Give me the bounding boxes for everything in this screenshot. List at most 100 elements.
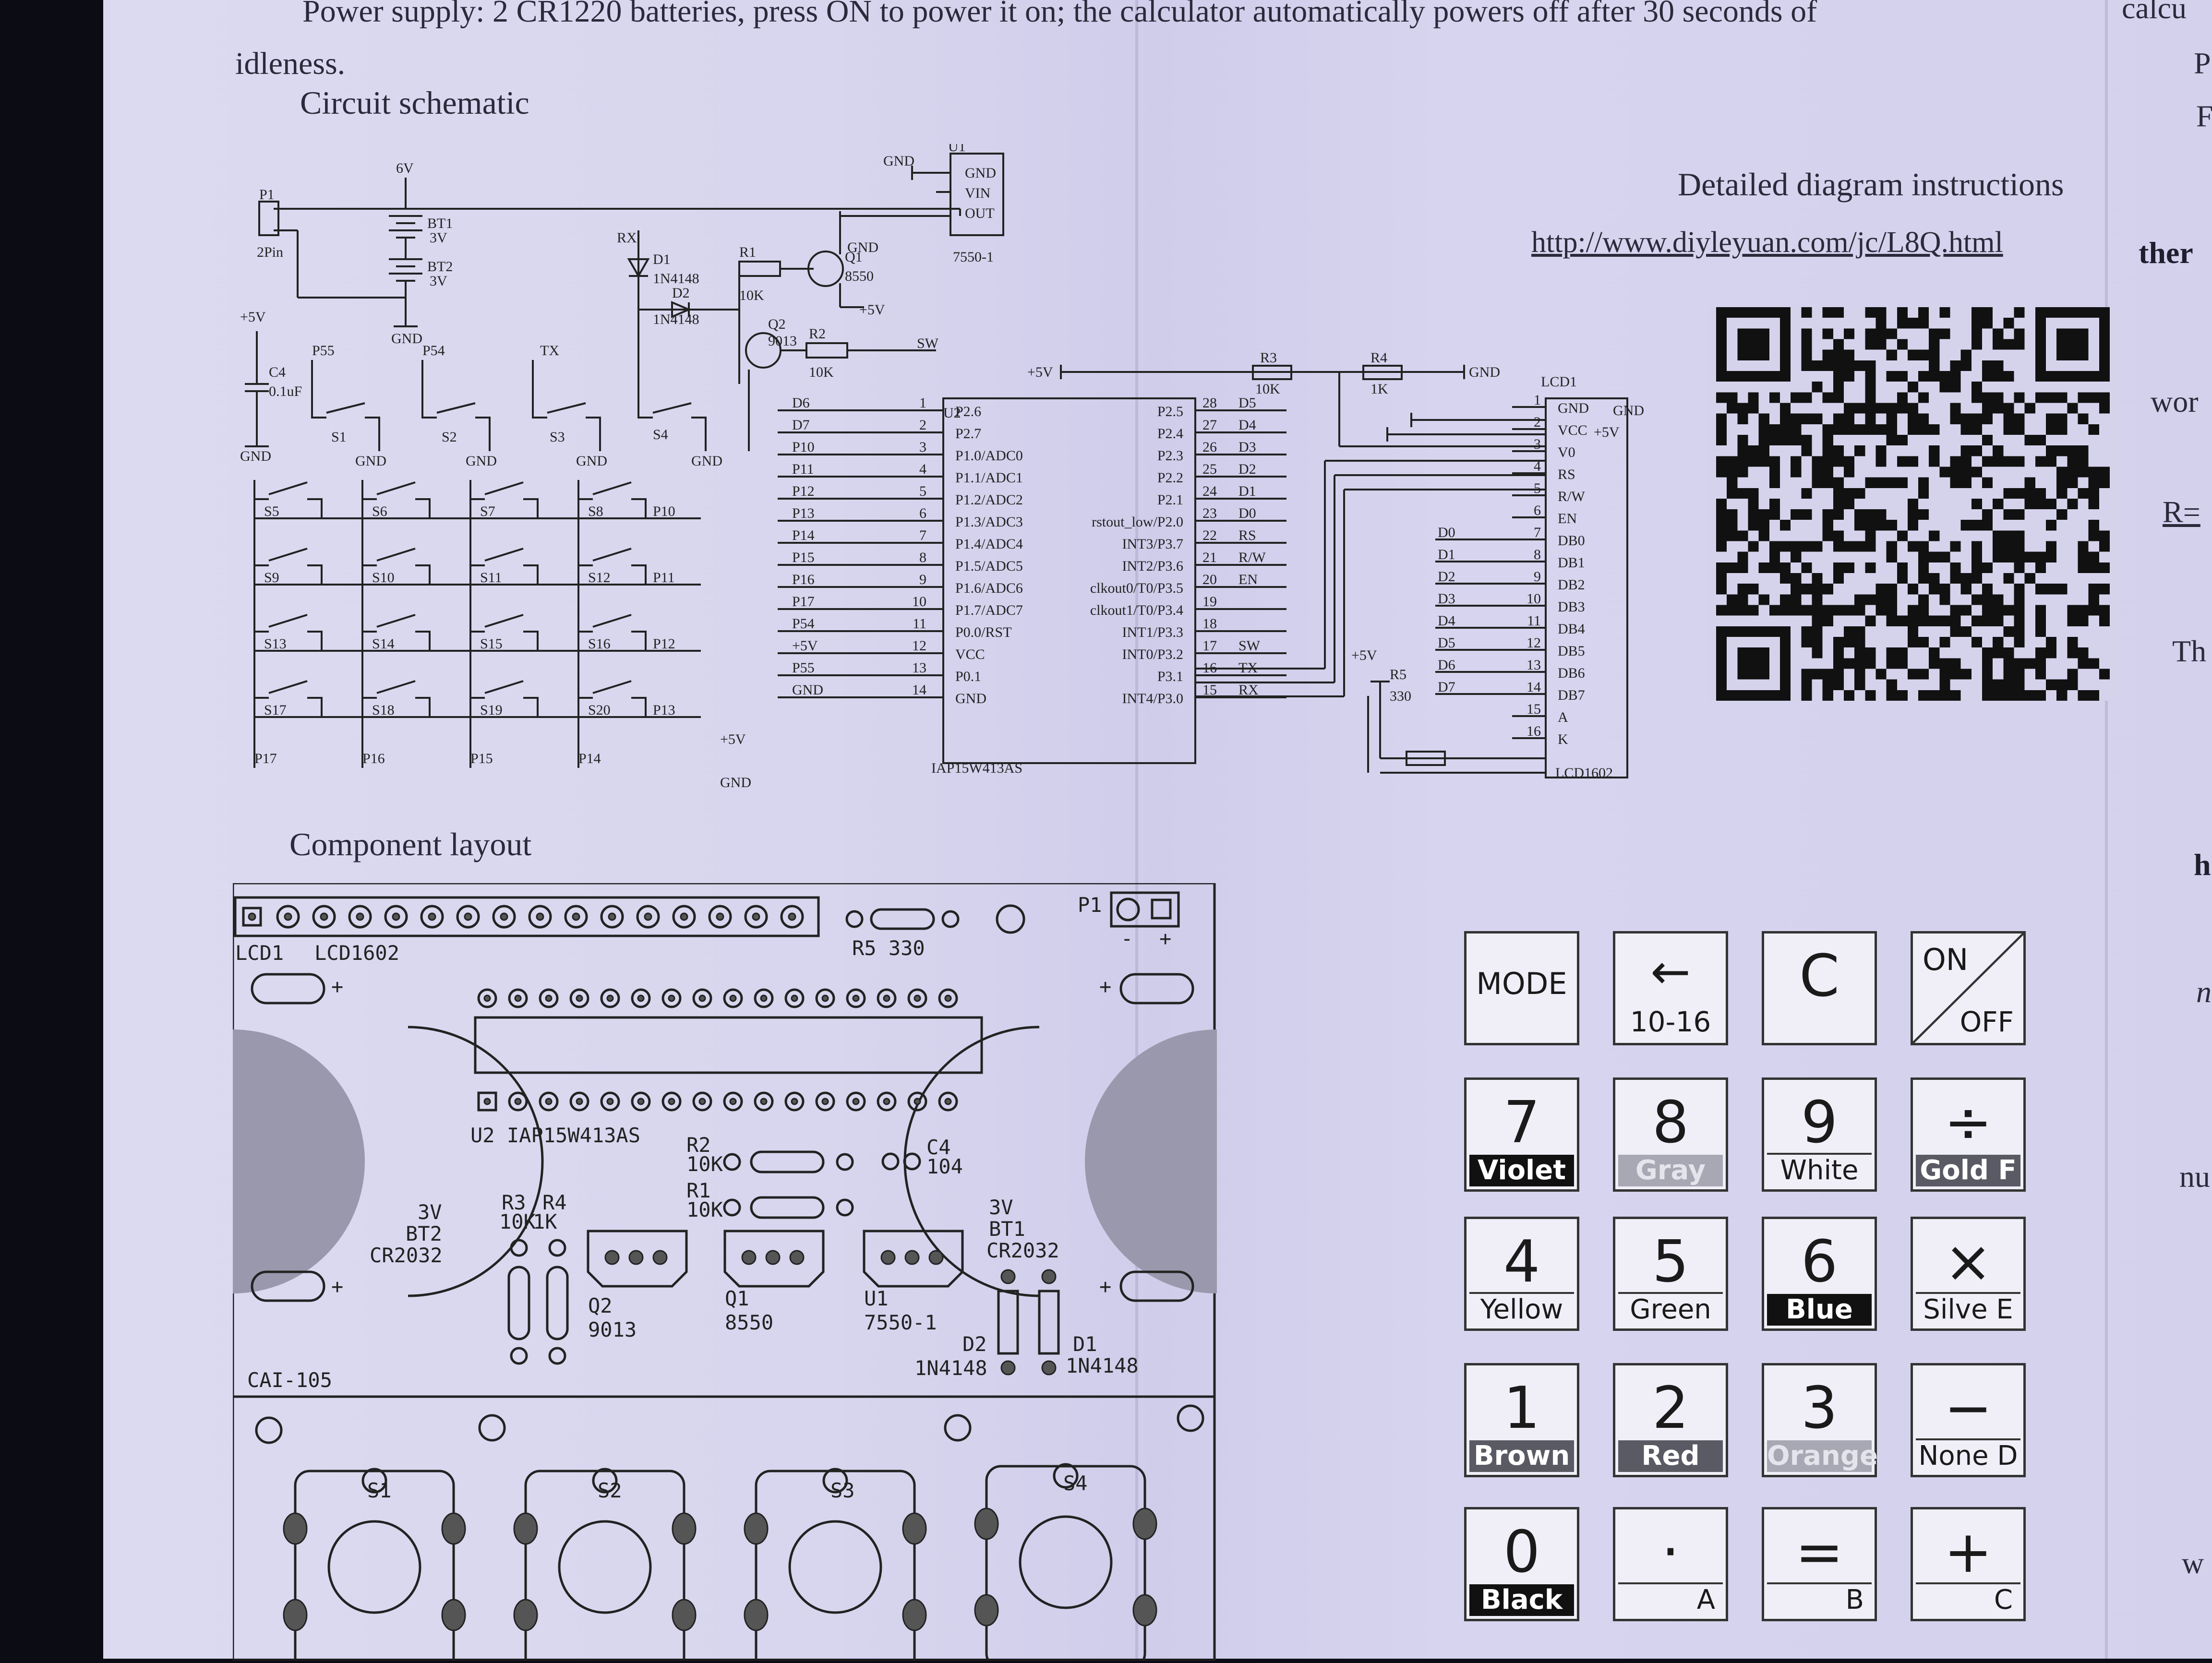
qr-code[interactable] — [1707, 307, 2119, 701]
qr-code-pattern — [1716, 307, 2110, 701]
key-arrow-1[interactable]: ←10-16 — [1613, 931, 1728, 1045]
key-color-label: None D — [1916, 1438, 2020, 1472]
u2-pin-name: P2.1 — [1157, 492, 1183, 508]
lcd-pin-name: DB5 — [1558, 643, 1585, 659]
layout-c4-value: 104 — [926, 1155, 963, 1178]
matrix-key-label: S11 — [480, 570, 502, 586]
key-sub-label: OFF — [1960, 1005, 2014, 1038]
layout-u1-label: U1 — [864, 1287, 889, 1310]
key-digit-÷[interactable]: ÷Gold F — [1911, 1077, 2026, 1192]
layout-p1-minus: - — [1121, 927, 1133, 950]
r3-value-label: 10K — [1255, 381, 1280, 397]
key-color-label: A — [1618, 1582, 1723, 1616]
lcd-pin-number: 11 — [1527, 613, 1541, 629]
layout-q2-label: Q2 — [588, 1294, 613, 1317]
q2-label: Q2 — [768, 316, 786, 332]
q1-vcc-label: +5V — [859, 302, 885, 318]
u1-pin-label: GND — [965, 165, 996, 181]
gnd-label: GND — [847, 239, 878, 255]
q2-value-label: 9013 — [768, 333, 797, 349]
u2-pin-number: 23 — [1202, 505, 1217, 521]
u2-net-label: RX — [1238, 682, 1259, 698]
u2-label: U2 — [943, 405, 961, 421]
side-text: F — [2196, 99, 2212, 133]
layout-d1-value: 1N4148 — [1066, 1354, 1139, 1377]
q1-value-label: 8550 — [845, 268, 874, 284]
key-word-0[interactable]: MODE — [1464, 931, 1579, 1045]
matrix-key-label: S10 — [372, 570, 395, 586]
lcd-pin-number: 2 — [1534, 414, 1541, 430]
key-digit-−[interactable]: −None D — [1911, 1363, 2026, 1477]
vcc-label: +5V — [1594, 424, 1620, 440]
key-symbol: − — [1944, 1375, 1993, 1442]
u2-value-label: IAP15W413AS — [931, 760, 1022, 776]
key-big-2[interactable]: C — [1762, 931, 1877, 1045]
layout-r5-label: R5 330 — [852, 936, 925, 960]
u2-pin-name: rstout_low/P2.0 — [1092, 514, 1183, 530]
u1-pin-label: OUT — [965, 205, 995, 221]
u2-pin-number: 27 — [1202, 417, 1217, 433]
u2-pin-number: 4 — [919, 461, 926, 477]
key-digit-×[interactable]: ×Silve E — [1911, 1217, 2026, 1331]
p55-label: P55 — [312, 343, 335, 359]
side-text: w — [2182, 1546, 2204, 1580]
key-digit-+[interactable]: +C — [1911, 1507, 2026, 1621]
layout-plus-mark: + — [1099, 975, 1111, 998]
layout-plus-mark: + — [1099, 1275, 1111, 1298]
r5-value-label: 330 — [1390, 688, 1411, 704]
q1-label: Q1 — [845, 249, 863, 265]
layout-bt1-label: BT1 — [989, 1217, 1025, 1241]
u2-pin-name: INT3/P3.7 — [1122, 536, 1184, 552]
instructions-link[interactable]: http://www.diyleyuan.com/jc/L8Q.html — [1531, 226, 2003, 259]
u2-net-label: D2 — [1238, 461, 1256, 477]
u2-pin-number: 5 — [919, 483, 926, 499]
lcd-pin-name: RS — [1558, 467, 1575, 482]
u2-pin-name: P2.2 — [1157, 470, 1183, 486]
matrix-key-label: S8 — [588, 503, 603, 519]
layout-bt2-label: BT2 — [406, 1222, 442, 1245]
paper-fold — [2105, 0, 2108, 1659]
key-digit-=[interactable]: =B — [1762, 1507, 1877, 1621]
u2-net-label: P14 — [792, 527, 815, 543]
u2-pin-number: 24 — [1202, 483, 1217, 499]
lcd-pin-name: K — [1558, 731, 1568, 747]
u2-pin-name: P0.0/RST — [955, 624, 1012, 640]
u2-pin-name: P1.3/ADC3 — [955, 514, 1023, 530]
matrix-key-label: S18 — [372, 702, 395, 718]
layout-r2-label: R2 — [686, 1133, 711, 1157]
u2-pin-name: INT0/P3.2 — [1122, 646, 1184, 662]
matrix-col-label: P15 — [470, 751, 493, 766]
s3-label: S3 — [550, 429, 565, 445]
diagram-heading: Detailed diagram instructions — [1678, 166, 2064, 203]
matrix-row-label: P12 — [653, 636, 675, 652]
layout-s3-label: S3 — [830, 1479, 855, 1502]
matrix-key-label: S6 — [372, 503, 387, 519]
u2-pin-number: 22 — [1202, 527, 1217, 543]
layout-r4-value: 1K — [533, 1210, 557, 1233]
rx-label: RX — [617, 230, 637, 246]
key-digit-·[interactable]: ·A — [1613, 1507, 1728, 1621]
layout-q1-label: Q1 — [725, 1287, 749, 1310]
gnd-label: GND — [720, 775, 751, 790]
lcd-pin-name: V0 — [1558, 444, 1575, 460]
u2-net-label: D4 — [1238, 417, 1256, 433]
lcd-pin-name: VCC — [1558, 422, 1587, 438]
c4-label: C4 — [269, 364, 286, 380]
u2-pin-number: 18 — [1202, 616, 1217, 632]
u2-pin-name: P3.1 — [1157, 669, 1183, 684]
u2-pin-name: P2.4 — [1157, 426, 1183, 442]
layout-board-label: CAI-105 — [247, 1368, 332, 1392]
